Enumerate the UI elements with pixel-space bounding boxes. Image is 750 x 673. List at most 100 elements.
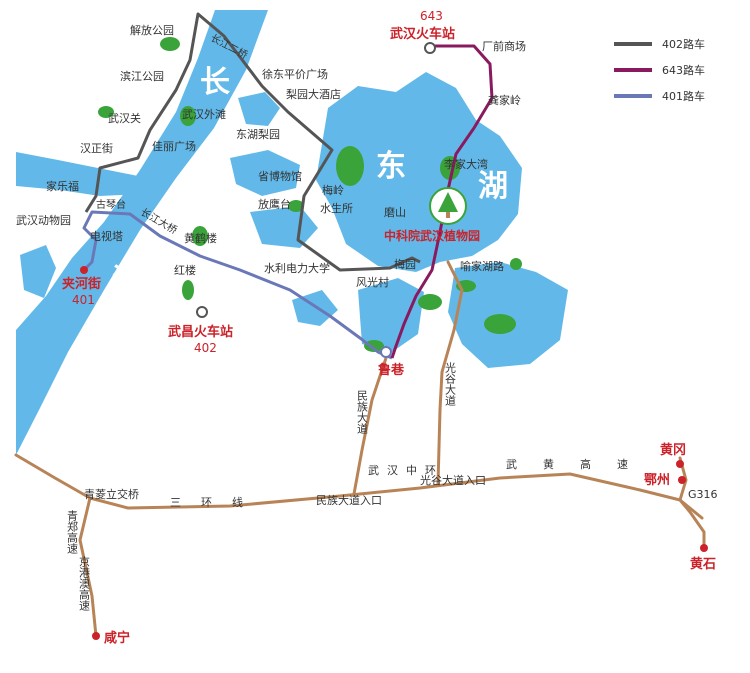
tree-icon: [438, 192, 458, 212]
place-water-station: 水生所: [320, 201, 353, 215]
road-jinggang: 京港澳高速: [78, 555, 91, 611]
place-gongjia: 龚家岭: [488, 93, 521, 107]
qingzheng-expressway: [78, 496, 98, 638]
city-lake: [238, 92, 280, 126]
lake-char-1: 东: [376, 149, 406, 184]
road-minzu-entry: 民族大道入口: [316, 493, 382, 507]
city-lake: [250, 206, 318, 248]
road-guanggu-avenue: 光谷大道: [444, 361, 457, 406]
place-moshan: 磨山: [384, 206, 406, 219]
ezhou-label: 鄂州: [644, 472, 670, 488]
place-donghu-liyuan: 东湖梨园: [236, 127, 280, 141]
place-electric-uni: 水利电力大学: [264, 261, 330, 275]
wuhan-station-label: 武汉火车站: [390, 26, 455, 42]
south-lake: [358, 278, 424, 352]
jiahe-marker: [80, 266, 88, 274]
park: [98, 106, 114, 118]
place-jiali: 佳丽广场: [152, 139, 196, 153]
place-fengguang: 风光村: [356, 275, 389, 289]
garden-label: 中科院武汉植物园: [384, 228, 480, 243]
third-ring-road: [14, 453, 704, 520]
park: [180, 106, 196, 126]
luxiang-marker: [380, 346, 392, 358]
place-yellow-crane: 黄鹤楼: [184, 231, 217, 245]
park: [364, 340, 384, 352]
park: [288, 200, 304, 212]
place-zoo: 武汉动物园: [16, 213, 71, 227]
huangshi-label: 黄石: [690, 556, 716, 572]
jiahe-label: 夹河街: [62, 276, 101, 292]
place-wuhanguan: 武汉关: [108, 111, 141, 125]
road-guanggu-entry: 光谷大道入口: [420, 473, 486, 487]
jiahe-route-number: 401: [72, 293, 95, 307]
road-g316: G316: [688, 488, 718, 501]
expressways: [14, 260, 706, 638]
wuhan-route-number: 643: [420, 9, 443, 23]
place-jiale: 家乐福: [46, 179, 79, 193]
east-lake: [316, 72, 522, 272]
place-museum: 省博物馆: [258, 169, 302, 183]
place-jiefang: 解放公园: [130, 23, 174, 37]
place-liyuan-hotel: 梨园大酒店: [286, 87, 341, 101]
han-river: [16, 152, 140, 196]
river-char-1: 长: [200, 65, 230, 100]
route-401-line: [82, 210, 393, 360]
place-tv-tower: 电视塔: [90, 229, 123, 243]
park: [484, 314, 516, 334]
city-lake: [230, 150, 300, 196]
huanggang-marker: [676, 460, 684, 468]
xianning-marker: [92, 632, 100, 640]
road-hubei-hub: 武汉中环: [368, 464, 444, 477]
road-qingzheng: 青郑高速: [66, 510, 79, 554]
place-changqian: 厂前商场: [482, 39, 526, 53]
place-binjiang: 滨江公园: [120, 69, 164, 83]
legend-label-401: 401路车: [662, 89, 705, 103]
legend: 402路车 643路车 401路车: [614, 37, 705, 103]
huangshi-marker: [700, 544, 708, 552]
xianning-label: 咸宁: [104, 630, 130, 646]
place-hanzheng: 汉正街: [80, 141, 113, 155]
park: [160, 37, 180, 51]
g316-road: [678, 456, 706, 550]
wuchang-station-label: 武昌火车站: [168, 324, 233, 340]
place-lijia: 李家大湾: [444, 157, 488, 171]
green-parks: [98, 37, 522, 352]
place-meiyuan: 梅园: [394, 257, 416, 271]
park: [192, 226, 208, 246]
park: [418, 294, 442, 310]
minzu-avenue: [352, 350, 390, 496]
place-guqin: 古琴台: [96, 198, 126, 211]
park: [182, 280, 194, 300]
park: [510, 258, 522, 270]
tree-trunk: [446, 212, 450, 218]
ezhou-marker: [678, 476, 686, 484]
lake-char-2: 湖: [478, 169, 508, 204]
place-meiling: 梅岭: [322, 183, 344, 197]
left-lake: [20, 245, 56, 298]
place-xudong: 徐东平价广场: [262, 67, 328, 81]
station-markers: [80, 42, 708, 640]
guanggu-avenue: [436, 260, 464, 486]
park: [336, 146, 364, 186]
place-bund: 武汉外滩: [182, 107, 226, 121]
place-yujia: 喻家湖路: [460, 259, 504, 273]
wuchang-station-marker: [196, 306, 208, 318]
road-wuhuang: 武黄高速: [506, 457, 654, 471]
legend-label-643: 643路车: [662, 63, 705, 77]
wuchang-route-number: 402: [194, 341, 217, 355]
huanggang-label: 黄冈: [660, 442, 686, 458]
legend-label-402: 402路车: [662, 37, 705, 51]
place-fanying: 放鹰台: [258, 197, 291, 211]
luxiang-label: 鲁巷: [378, 362, 405, 378]
garden-logo: [429, 187, 467, 225]
yangtze-river: [16, 10, 268, 455]
wuhan-station-marker: [424, 42, 436, 54]
road-qingling: 青菱立交桥: [84, 487, 139, 501]
road-third-ring: 三环线: [170, 495, 263, 509]
place-hongl: 红楼: [174, 263, 196, 277]
south-lake: [448, 262, 568, 368]
route-402-line: [84, 12, 421, 272]
road-minzu-avenue: 民族大道: [356, 390, 369, 434]
river-char-2: 江: [112, 263, 142, 298]
